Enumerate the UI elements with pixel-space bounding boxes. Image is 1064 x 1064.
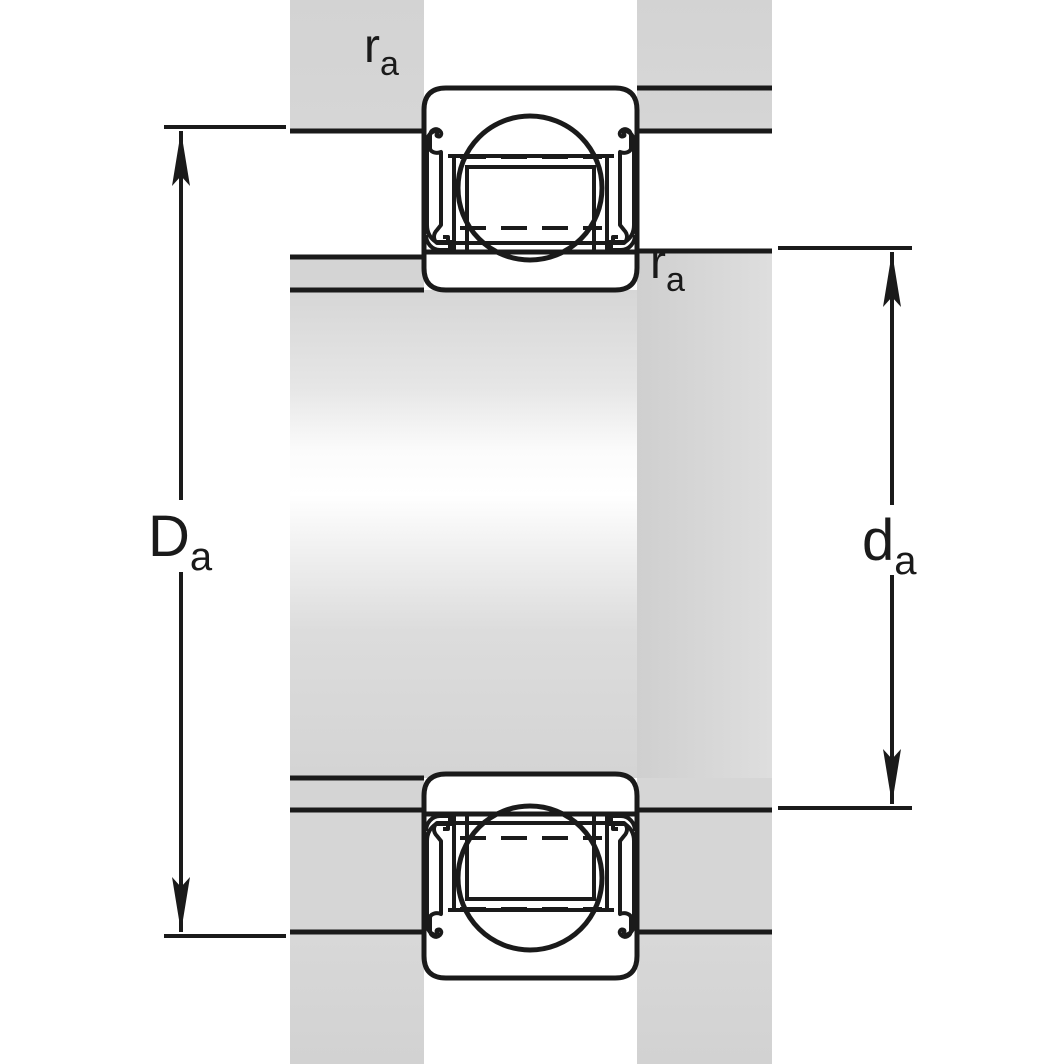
svg-text:ra: ra <box>364 20 399 83</box>
seal-hook-lower-left-outline <box>424 814 452 937</box>
housing-lower-left <box>290 932 424 1064</box>
housing-upper-right-top <box>637 0 772 88</box>
ra-right-subscript: a <box>666 261 685 299</box>
bearing-upper-section <box>421 85 640 293</box>
da-label-subscript: a <box>894 539 917 583</box>
housing-upper-left <box>290 0 424 132</box>
ra-right-symbol: r <box>650 236 666 289</box>
Da-label: Da <box>148 504 213 579</box>
housing-left-strip-upper <box>290 258 424 290</box>
da-label-symbol: d <box>862 508 894 573</box>
dimension-da: da <box>778 246 917 810</box>
shaft-right-body <box>637 252 772 778</box>
bearing-lower-ball <box>455 803 605 953</box>
housing-lower-right-band <box>637 778 772 810</box>
seal-hook-upper-left-outline <box>424 129 452 252</box>
bearing-lower-section <box>421 771 640 981</box>
seal-hook-upper-right-outline <box>609 129 637 252</box>
housing-left-strip-lower <box>290 778 424 810</box>
metal-edge-lines <box>290 85 772 935</box>
fillet-label-top-left: ra <box>364 20 399 83</box>
housing-lower-right-upper <box>637 810 772 932</box>
fillet-label-right: ra <box>650 236 685 299</box>
metal-regions <box>290 0 772 1064</box>
Da-label-subscript: a <box>190 535 213 579</box>
ra-topleft-symbol: r <box>364 20 380 73</box>
svg-text:ra: ra <box>650 236 685 299</box>
da-arrowhead-bottom <box>883 749 901 804</box>
housing-lower-left-upper <box>290 810 424 932</box>
seal-hook-lower-right-outline <box>609 814 637 937</box>
housing-lower-right <box>637 932 772 1064</box>
Da-arrowhead-bottom <box>172 877 190 932</box>
Da-arrowhead-top <box>172 131 190 186</box>
ra-topleft-subscript: a <box>380 45 399 83</box>
housing-upper-right-band <box>637 88 772 132</box>
bearing-upper-ball <box>455 113 605 263</box>
Da-label-symbol: D <box>148 504 190 569</box>
dimension-Da: Da <box>148 125 286 938</box>
da-label: da <box>862 508 917 583</box>
da-arrowhead-top <box>883 252 901 307</box>
shaft-body <box>290 290 637 778</box>
